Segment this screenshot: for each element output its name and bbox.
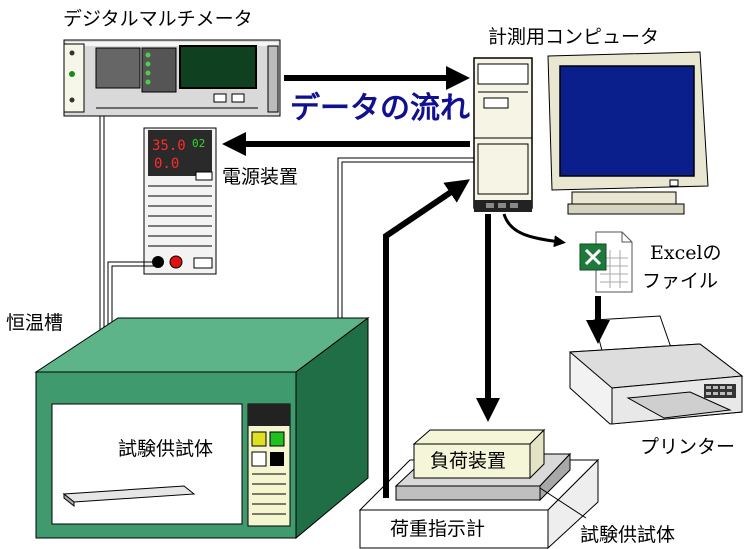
load-indicator-label: 荷重指示計 xyxy=(390,518,486,540)
power-display-sub: 0.0 xyxy=(154,156,179,172)
power-display-main: 35.0 xyxy=(152,138,186,154)
loader-label: 負荷装置 xyxy=(430,450,507,472)
computer-monitor xyxy=(547,51,709,215)
chamber-label: 恒温槽 xyxy=(6,312,64,334)
excel-label-line2: ファイル xyxy=(642,270,719,292)
excel-label-line1: Excelの xyxy=(650,242,722,264)
arrow-indicator-to-computer xyxy=(383,179,470,498)
loader xyxy=(412,428,546,480)
printer xyxy=(568,315,744,425)
multimeter-label: デジタルマルチメータ xyxy=(63,8,253,30)
power-display-aux: 02 xyxy=(192,137,205,150)
computer-label: 計測用コンピュータ xyxy=(488,26,660,48)
digital-multimeter xyxy=(63,39,281,117)
power-supply: 35.0 0.0 02 xyxy=(143,127,217,275)
environmental-chamber xyxy=(34,317,370,540)
arrow-computer-to-excel xyxy=(502,213,566,248)
computer-tower xyxy=(473,57,533,212)
specimen-load-label: 試験供試体 xyxy=(580,524,676,546)
power-supply-label: 電源装置 xyxy=(222,166,299,188)
specimen-leader-line xyxy=(539,487,587,519)
specimen-chamber-label: 試験供試体 xyxy=(118,438,214,460)
excel-file-icon xyxy=(579,231,633,293)
data-flow-label: データの流れ xyxy=(290,91,470,126)
arrows xyxy=(222,66,610,498)
printer-label: プリンター xyxy=(640,436,736,458)
